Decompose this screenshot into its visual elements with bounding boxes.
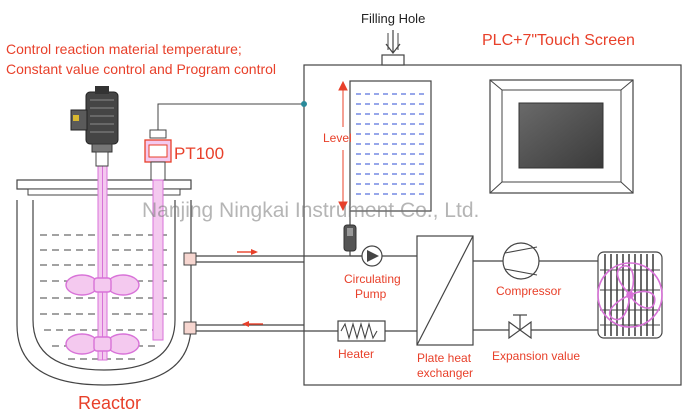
plate-heat-exchanger-label-line2: exchanger (417, 366, 474, 380)
pt100-label: PT100 (174, 144, 225, 163)
level-label: Level (323, 131, 352, 145)
liquid-tank (349, 80, 432, 212)
control-description-line2: Constant value control and Program contr… (6, 61, 277, 77)
plc-touch-screen-label: PLC+7"Touch Screen (482, 32, 635, 49)
filling-hole-label: Filling Hole (361, 11, 426, 26)
piping (196, 211, 600, 332)
plate-heat-exchanger (416, 235, 474, 346)
filling-hole (381, 30, 405, 66)
flow-arrow-in (242, 321, 263, 327)
flow-arrow-out (237, 249, 258, 255)
condenser (597, 251, 663, 339)
compressor (502, 242, 540, 280)
expansion-valve (508, 314, 532, 340)
condenser-fan (597, 262, 663, 328)
control-cabinet (303, 64, 682, 386)
plate-heat-exchanger-label-line1: Plate heat (417, 351, 472, 365)
watermark: Nanjing Ningkai Instrument Co., Ltd. (142, 199, 480, 222)
circulating-pump-label-line1: Circulating (344, 272, 401, 286)
pt100-probe (144, 129, 172, 341)
control-description-line1: Control reaction material temperature; (6, 41, 242, 57)
expansion-valve-label: Expansion value (492, 349, 581, 363)
touch-screen (489, 79, 634, 194)
heater (337, 320, 386, 342)
motor (70, 86, 119, 167)
heater-label: Heater (338, 347, 375, 361)
reactor-label: Reactor (78, 393, 142, 413)
compressor-label: Compressor (496, 284, 562, 298)
level-indicator (338, 80, 348, 212)
pt100-signal-line (157, 101, 307, 137)
circulating-pump (361, 245, 383, 267)
stirrer (65, 149, 140, 361)
level-switch (343, 224, 357, 252)
circulating-pump-label-line2: Pump (355, 287, 387, 301)
